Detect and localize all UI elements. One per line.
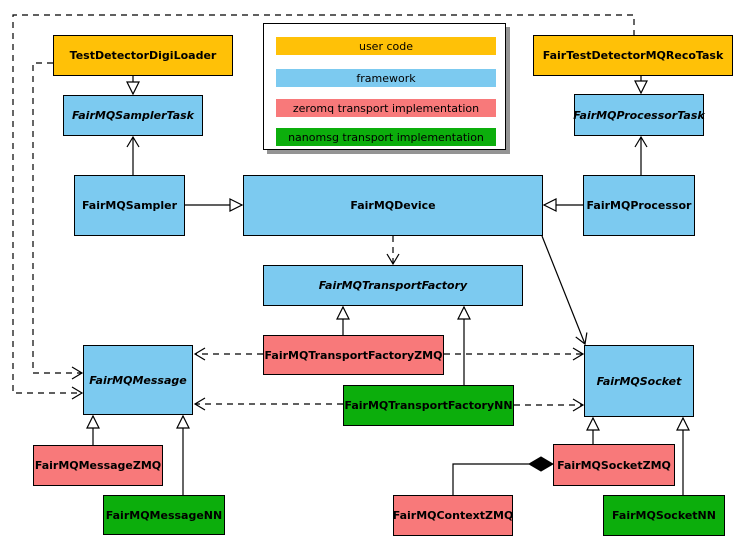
legend: user code framework zeromq transport imp… (263, 23, 506, 150)
class-box-fairmqsamplertask: FairMQSamplerTask (63, 95, 203, 136)
class-box-fairmqsocketnn: FairMQSocketNN (603, 495, 725, 536)
class-box-fairmqsocket: FairMQSocket (584, 345, 694, 417)
edge-device-socket (541, 235, 588, 346)
legend-item-nanomsg: nanomsg transport implementation (276, 128, 496, 146)
legend-item-zeromq: zeromq transport implementation (276, 99, 496, 117)
edge-recotask-message (12, 14, 635, 400)
class-box-fairmqprocessortask: FairMQProcessorTask (573, 94, 705, 136)
class-box-fairmqprocessor: FairMQProcessor (583, 175, 695, 236)
class-box-fairmqmessagenn: FairMQMessageNN (103, 495, 225, 535)
legend-label: zeromq transport implementation (292, 101, 480, 115)
class-box-testdetectordigiloader: TestDetectorDigiLoader (53, 35, 233, 76)
class-box-fairtestdetectormqrecotask: FairTestDetectorMQRecoTask (533, 35, 733, 76)
class-box-fairmqdevice: FairMQDevice (243, 175, 543, 236)
composition-diamond (528, 456, 554, 472)
legend-label: nanomsg transport implementation (288, 130, 484, 144)
edge-digiloader-message (32, 62, 84, 380)
class-box-fairmqtransportfactoryzmq: FairMQTransportFactoryZMQ (263, 335, 444, 375)
legend-label: user code (358, 39, 414, 53)
class-box-fairmqtransportfactorynn: FairMQTransportFactoryNN (343, 385, 514, 426)
class-box-fairmqmessagezmq: FairMQMessageZMQ (33, 445, 163, 486)
class-box-fairmqsocketzmq: FairMQSocketZMQ (553, 444, 675, 486)
edge-contextzmq-socketzmq (452, 463, 529, 495)
class-box-fairmqtransportfactory: FairMQTransportFactory (263, 265, 523, 306)
class-box-fairmqsampler: FairMQSampler (74, 175, 185, 236)
legend-item-framework: framework (276, 69, 496, 87)
legend-label: framework (356, 71, 416, 85)
legend-item-user-code: user code (276, 37, 496, 55)
class-box-fairmqcontextzmq: FairMQContextZMQ (393, 495, 513, 536)
class-box-fairmqmessage: FairMQMessage (83, 345, 193, 415)
